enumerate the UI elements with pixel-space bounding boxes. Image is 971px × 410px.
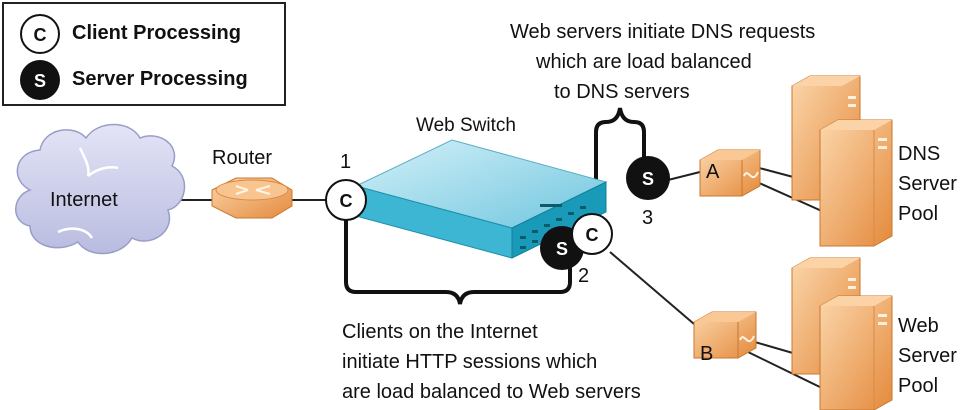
web-server-pool (791, 257, 893, 410)
svg-text:C: C (586, 225, 599, 245)
svg-text:S: S (642, 169, 654, 189)
web-pool-label-1: Web (898, 315, 939, 337)
dns-pool-label-1: DNS (898, 143, 941, 165)
dns-server-pool (791, 75, 893, 247)
legend-server-icon: S (20, 60, 60, 100)
bracket-dns (594, 107, 646, 224)
web-pool-label-3: Pool (898, 375, 939, 397)
web-switch-device (354, 139, 608, 259)
dns-pool-label-3: Pool (898, 203, 939, 225)
line-a-to-dns2 (747, 177, 825, 213)
internet-label: Internet (50, 189, 118, 211)
http-annotation-line-2: initiate HTTP sessions which (342, 351, 598, 373)
legend: C S Client Processing Server Processing (2, 2, 286, 106)
line-c-to-b (609, 251, 695, 325)
svg-text:S: S (34, 71, 46, 91)
badge-client-1: C (325, 179, 367, 221)
svg-text:C: C (34, 25, 47, 45)
http-annotation-line-1: Clients on the Internet (342, 321, 538, 343)
legend-client-label: Client Processing (72, 22, 241, 44)
balancer-b-label: B (700, 343, 714, 365)
dns-annotation-line-1: Web servers initiate DNS requests (510, 21, 816, 43)
dns-annotation-line-3: to DNS servers (554, 81, 690, 103)
router-device (211, 177, 293, 219)
internet-cloud (15, 123, 186, 255)
step-number-2: 2 (578, 265, 590, 287)
web-switch-label: Web Switch (416, 115, 516, 136)
bracket-http (344, 218, 572, 305)
line-b-to-web2 (747, 351, 827, 391)
step-number-1: 1 (340, 151, 352, 173)
legend-server-label: Server Processing (72, 68, 248, 90)
step-number-3: 3 (642, 207, 654, 229)
web-pool-label-2: Server (898, 345, 957, 367)
line-s-to-a (667, 171, 701, 181)
dns-annotation-line-2: which are load balanced (536, 51, 752, 73)
badge-server-3: S (626, 156, 670, 200)
balancer-a-device (699, 149, 761, 197)
legend-client-icon: C (20, 14, 60, 54)
http-annotation-line-3: are load balanced to Web servers (342, 381, 641, 403)
balancer-b-device (693, 311, 757, 359)
svg-text:C: C (340, 191, 353, 211)
badge-client-2: C (571, 213, 613, 255)
svg-text:S: S (556, 239, 568, 259)
balancer-a-label: A (706, 161, 720, 183)
legend-icons: C S (20, 14, 60, 100)
dns-pool-label-2: Server (898, 173, 957, 195)
router-label: Router (212, 147, 273, 169)
